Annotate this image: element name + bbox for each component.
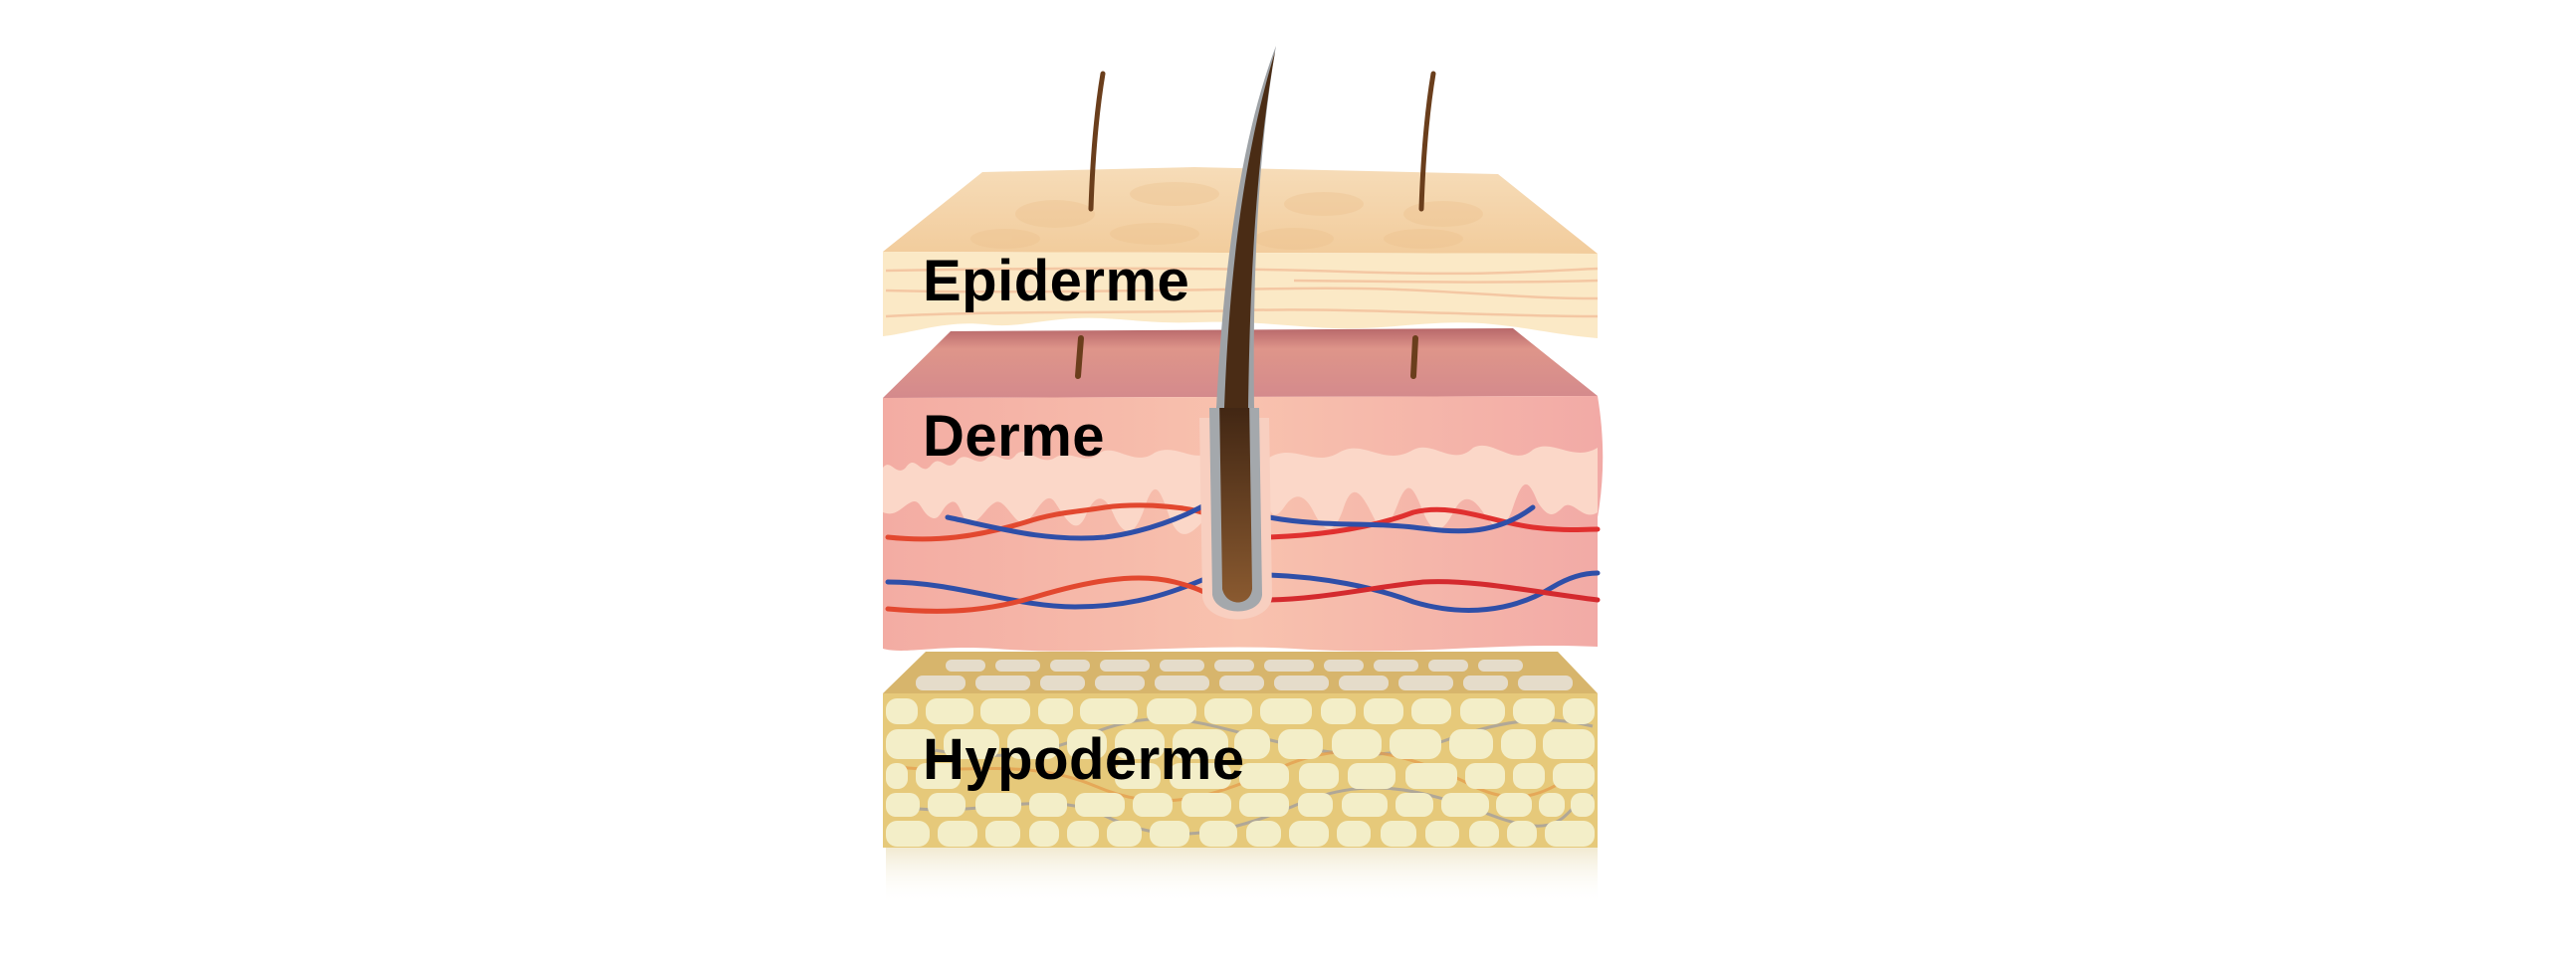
epidermis-label: Epiderme	[923, 249, 1190, 313]
hypodermis-label: Hypoderme	[923, 727, 1245, 792]
epidermis-layer	[883, 46, 1599, 408]
dermis-label: Derme	[923, 404, 1106, 469]
hypodermis-layer	[883, 652, 1598, 905]
dermis-layer	[883, 328, 1604, 652]
